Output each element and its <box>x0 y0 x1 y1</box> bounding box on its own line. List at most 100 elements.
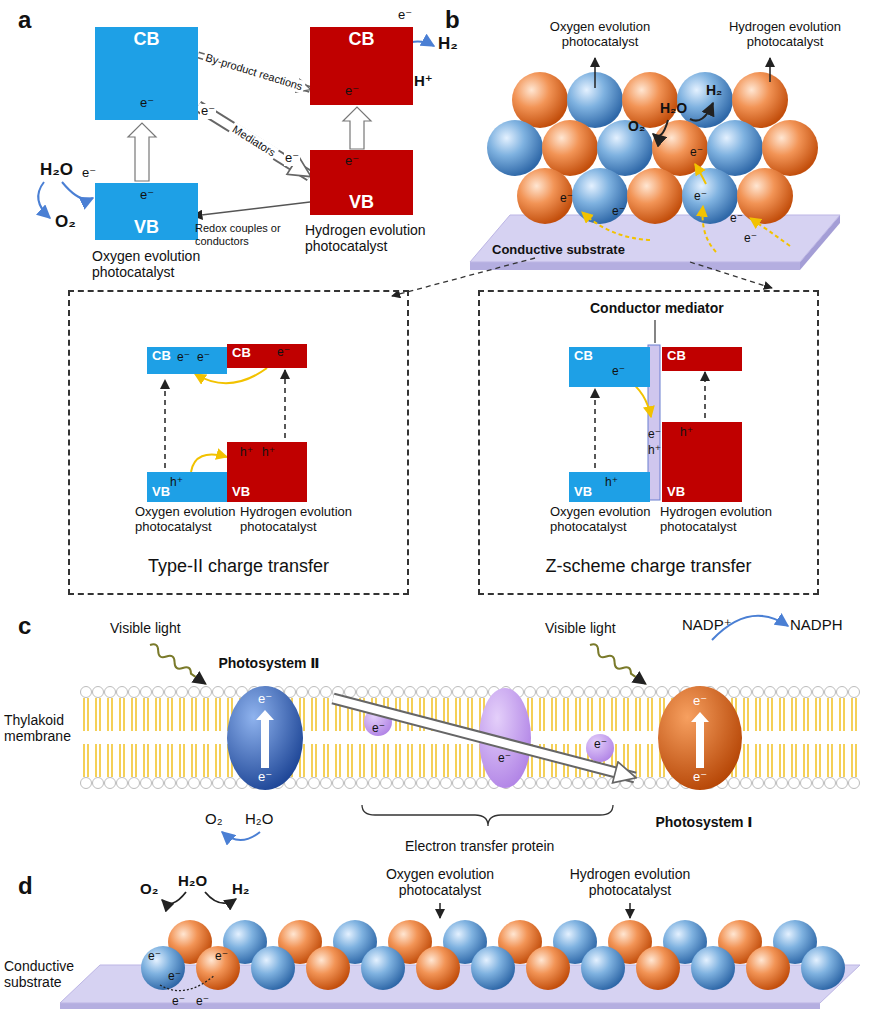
band-name: VB <box>667 485 685 500</box>
panel-letter: b <box>445 6 460 34</box>
photocatalyst-sphere <box>361 946 405 990</box>
band-name: VB <box>152 485 170 500</box>
text-label: e⁻ <box>345 84 359 99</box>
text-label: e⁻ <box>140 96 154 111</box>
panel-d-art <box>162 892 186 904</box>
photosystem-shape <box>691 712 709 768</box>
photocatalyst-sphere <box>471 946 515 990</box>
text-label: e⁻ <box>398 8 412 23</box>
panel-a-art <box>62 182 93 199</box>
photocatalyst-sphere <box>581 946 625 990</box>
band-name: CB <box>667 349 686 364</box>
text-label: e⁻ <box>694 190 707 204</box>
photocatalyst-sphere <box>707 120 763 176</box>
text-label: H₂ <box>232 880 250 897</box>
panel-a-art <box>128 123 156 181</box>
photosystem-name: Photosystem Ⅱ <box>205 655 333 671</box>
edge-label: Mediators <box>228 122 279 160</box>
text-label: Oxygen evolution photocatalyst <box>550 505 655 535</box>
band-name: VB <box>95 217 198 238</box>
inset-panel: Type-II charge transferCBCBVBVB <box>68 290 409 595</box>
photocatalyst-sphere <box>416 946 460 990</box>
panel-b-art <box>690 103 713 121</box>
panel-d-art <box>60 892 860 1009</box>
text-label: H₂O <box>245 810 273 827</box>
band-box: CB <box>227 344 307 368</box>
inset-art <box>654 320 655 343</box>
text-label: Conductive substrate <box>4 958 76 990</box>
photocatalyst-sphere <box>251 946 295 990</box>
text-label: e⁻ <box>498 752 511 766</box>
text-label: e⁻ <box>277 346 290 360</box>
text-label: e⁻ <box>372 722 385 736</box>
band-box: CB <box>569 347 650 387</box>
text-label: Conductor mediator <box>590 300 724 316</box>
text-label: e⁻ <box>594 738 607 752</box>
text-label: h⁺ <box>170 476 183 490</box>
edge-label: By-product reactions <box>202 51 306 94</box>
panel-b-art <box>470 262 800 270</box>
photocatalyst-sphere <box>512 72 568 128</box>
text-label: h⁺ <box>605 476 618 490</box>
photosystem-shape <box>227 686 303 790</box>
text-label: Electron transfer protein <box>405 838 554 854</box>
panel-b-art <box>703 206 716 252</box>
text-label: e⁻ <box>730 212 743 226</box>
photocatalyst-sphere <box>801 946 845 990</box>
inset-art <box>284 370 286 438</box>
panel-c-art <box>588 642 648 687</box>
band-name: VB <box>310 192 413 213</box>
electron-transfer-arrow <box>333 699 635 778</box>
text-label: Hydrogen evolution photocatalyst <box>305 222 430 254</box>
text-label: Visible light <box>110 620 181 636</box>
panel-c-art <box>586 734 614 762</box>
text-label: O₂ <box>55 212 76 232</box>
text-label: H₂ <box>706 82 722 98</box>
text-label: h⁺ <box>648 444 661 458</box>
photocatalyst-sphere <box>732 72 788 128</box>
photocatalyst-sphere <box>652 120 708 176</box>
panel-a-art <box>193 202 310 216</box>
inset-caption: Type-II charge transfer <box>70 556 407 577</box>
text-label: Oxygen evolution photocatalyst <box>135 505 240 535</box>
text-label: NADP⁺ <box>682 616 732 633</box>
text-label: e⁻ <box>140 188 154 203</box>
panel-b-art <box>487 72 818 224</box>
text-label: Oxygen evolution photocatalyst <box>378 866 503 898</box>
text-label: e⁻ <box>690 146 703 160</box>
text-label: e⁻ <box>560 192 573 206</box>
text-label: h⁺ <box>262 446 275 460</box>
electron-transfer-arrow <box>191 455 227 472</box>
text-label: e⁻ <box>258 692 272 707</box>
text-label: H⁺ <box>414 72 433 89</box>
text-label: e⁻ <box>258 770 272 785</box>
band-name: CB <box>310 29 413 50</box>
panel-c-art <box>148 642 208 687</box>
text-label: NADPH <box>790 616 843 633</box>
text-label: Thylakoid membrane <box>4 712 78 744</box>
photocatalyst-sphere <box>737 168 793 224</box>
inset-art <box>704 372 706 418</box>
text-label: e⁻ <box>612 205 625 219</box>
text-label: e⁻ <box>196 995 209 1009</box>
panel-a-art <box>343 107 371 149</box>
text-label: O₂ <box>140 880 158 897</box>
text-label: e⁻ <box>215 950 228 964</box>
text-label: e⁻ <box>82 166 96 181</box>
photocatalyst-sphere <box>141 946 185 990</box>
photocatalyst-sphere <box>306 946 350 990</box>
text-label: e⁻ <box>177 351 190 365</box>
text-label: Oxygen evolution photocatalyst <box>545 20 655 50</box>
band-name: VB <box>574 485 592 500</box>
photocatalyst-sphere <box>526 946 570 990</box>
text-label: Hydrogen evolution photocatalyst <box>660 505 775 535</box>
inset-art <box>594 389 596 468</box>
band-box: VB <box>662 422 742 502</box>
text-label: Redox couples or conductors <box>195 222 295 247</box>
panel-b-art <box>690 262 772 288</box>
panel-c-art <box>222 832 260 840</box>
photocatalyst-sphere <box>517 168 573 224</box>
panel-letter: c <box>18 612 31 640</box>
text-label: e⁻ <box>345 154 359 169</box>
